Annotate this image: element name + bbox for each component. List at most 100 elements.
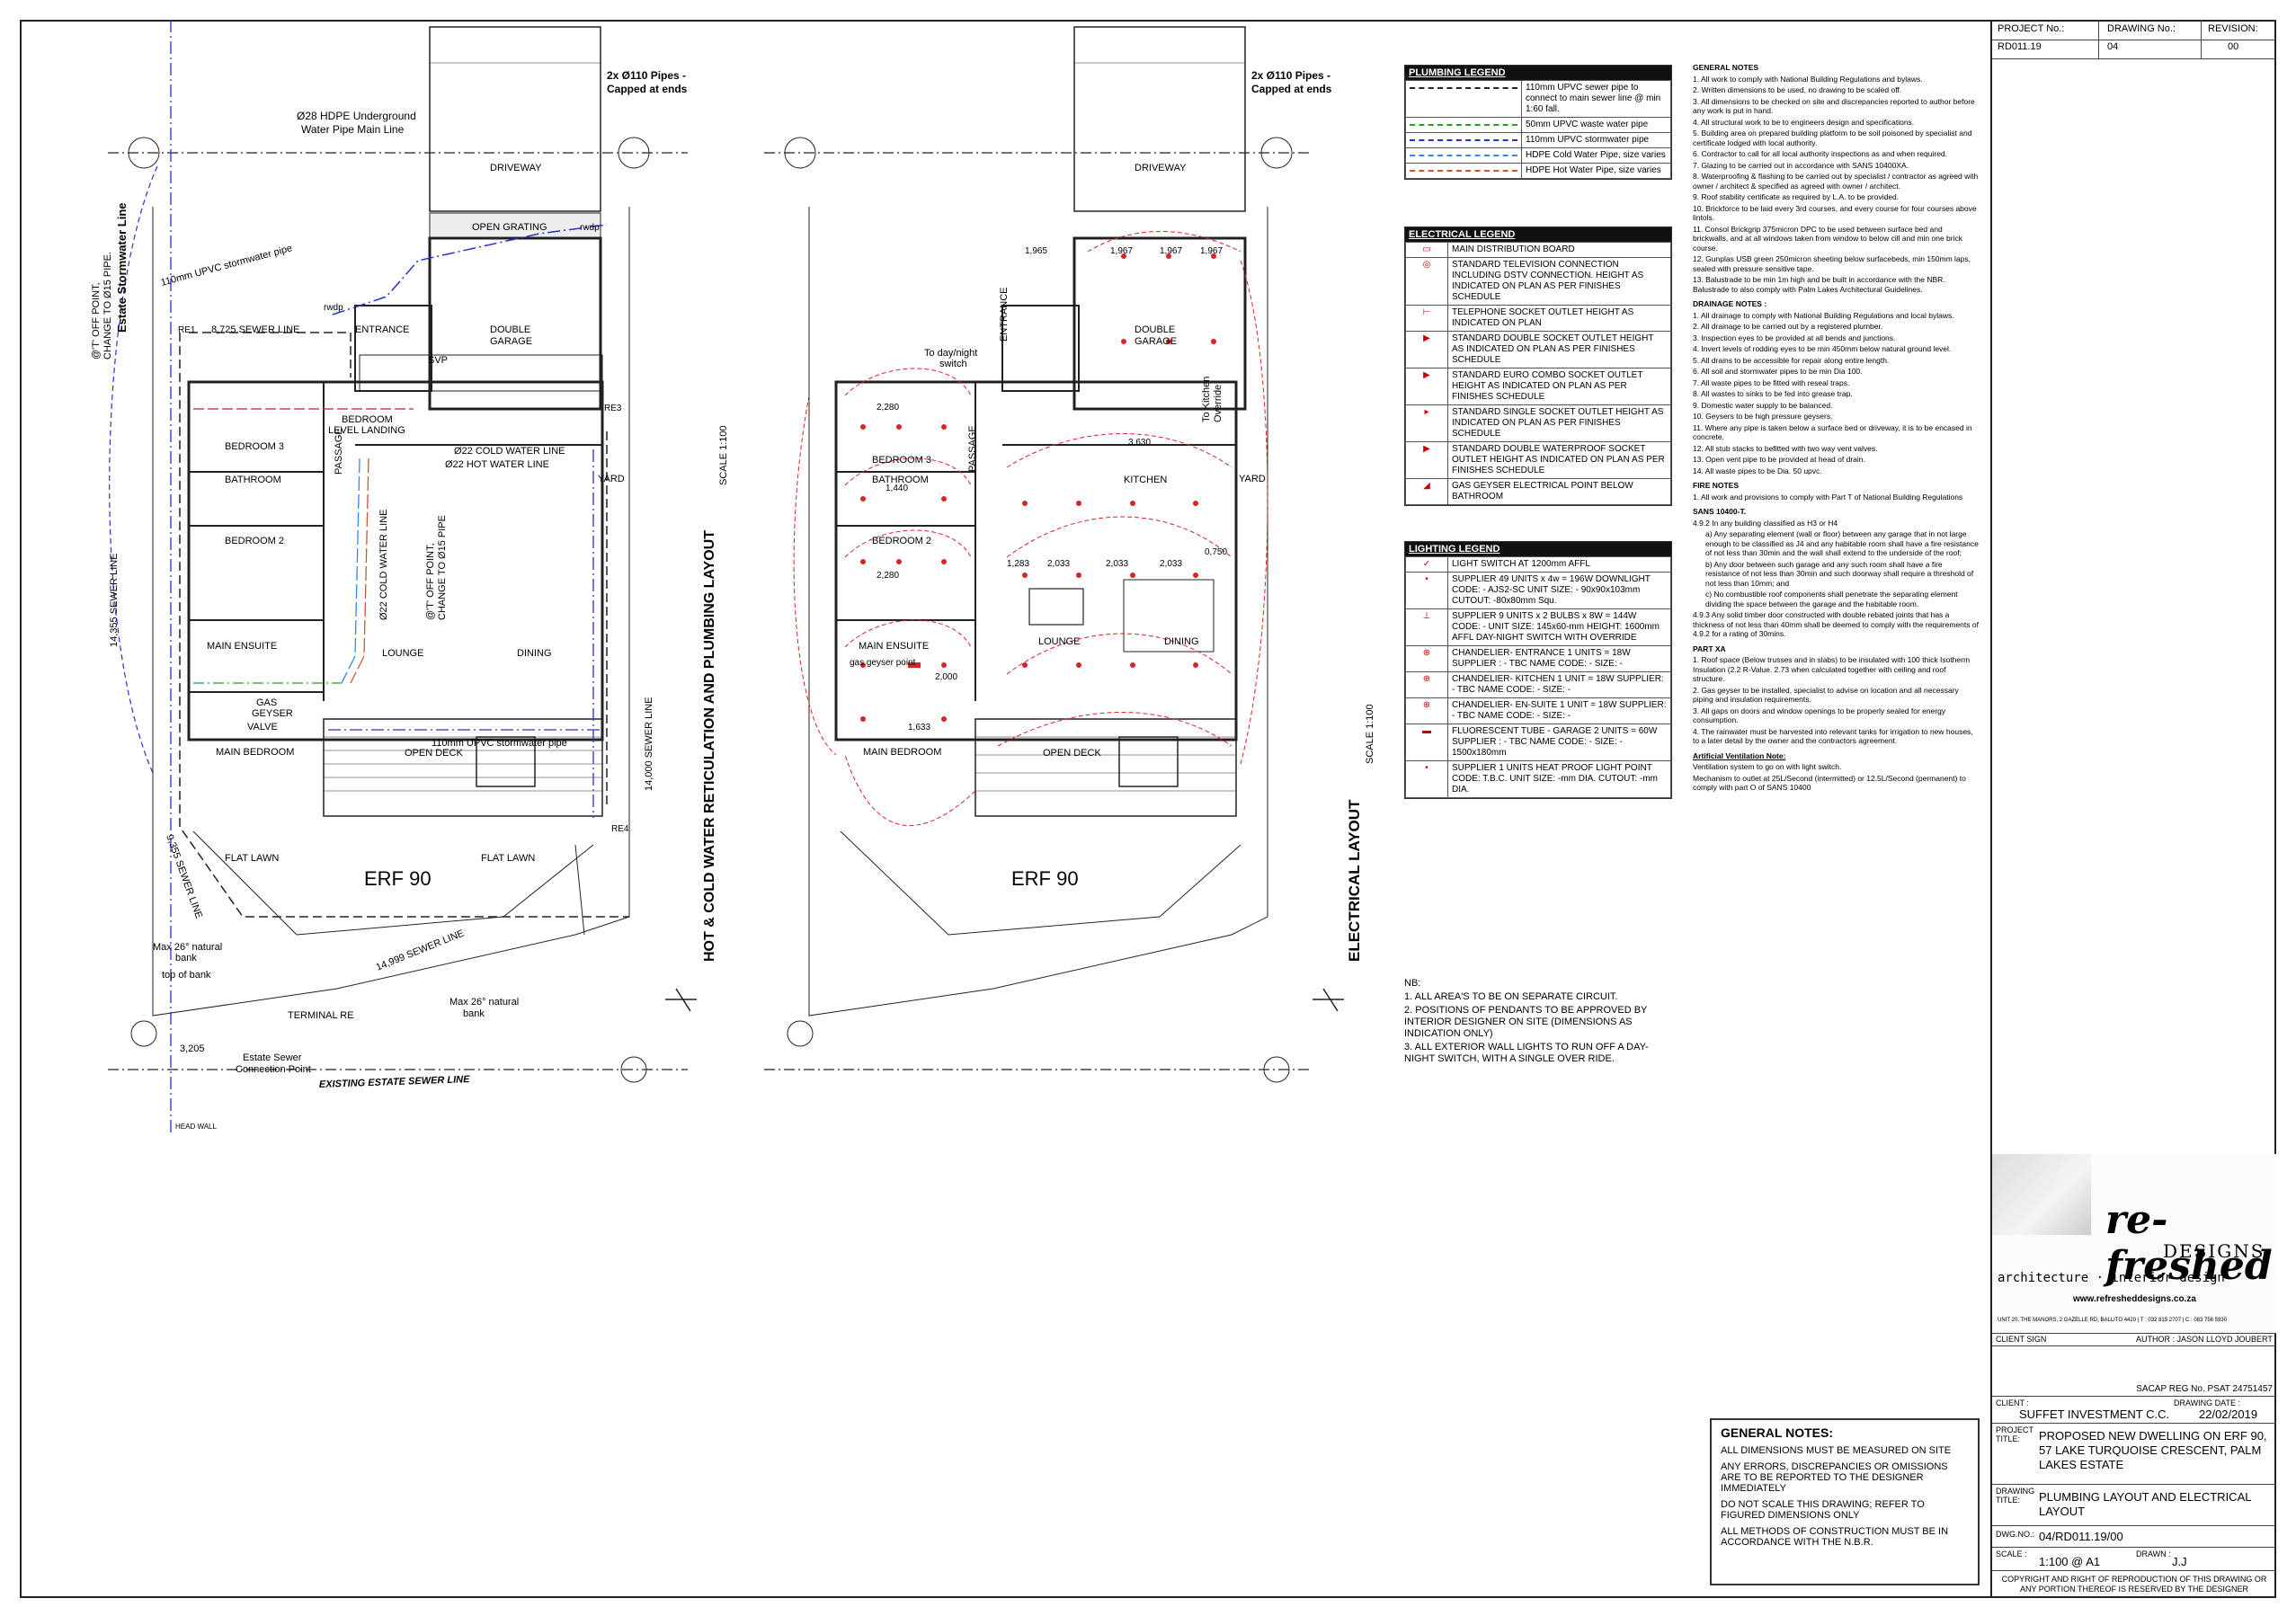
svg-text:RE3: RE3 xyxy=(604,404,622,413)
svg-text:3,205: 3,205 xyxy=(180,1043,205,1054)
geyser-point-icon: ◢ xyxy=(1423,481,1430,491)
phone-icon: ⊢ xyxy=(1422,307,1431,317)
svg-text:gas geyser point: gas geyser point xyxy=(850,658,916,668)
project-header-row: PROJECT No.: DRAWING No.: REVISION: RD01… xyxy=(1992,20,2276,59)
svg-text:1,440: 1,440 xyxy=(885,484,908,493)
svg-text:GEYSER: GEYSER xyxy=(252,708,293,719)
dwg-no-row: DWG.NO.: 04/RD011.19/00 xyxy=(1992,1526,2276,1548)
website: www.refresheddesigns.co.za xyxy=(2073,1294,2196,1304)
svg-text:2,280: 2,280 xyxy=(877,571,899,581)
sacap-row: SACAP REG No. PSAT 24751457 xyxy=(1992,1346,2276,1397)
legend-item: SUPPLIER 9 UNITS x 2 BULBS x 8W = 144W C… xyxy=(1447,608,1671,646)
nb-line: 3. ALL EXTERIOR WALL LIGHTS TO RUN OFF A… xyxy=(1404,1042,1649,1064)
note: 10. Geysers to be high pressure geysers. xyxy=(1693,412,1833,421)
tagline: architecture · interior design xyxy=(1998,1271,2225,1285)
plumbing-plan xyxy=(108,20,697,1132)
svg-text:LOUNGE: LOUNGE xyxy=(382,648,423,659)
electrical-points xyxy=(860,253,1216,722)
svg-text:Capped at ends: Capped at ends xyxy=(1251,83,1332,95)
client-label: CLIENT : xyxy=(1996,1398,2029,1407)
general-notes-box: GENERAL NOTES: ALL DIMENSIONS MUST BE ME… xyxy=(1710,1418,1980,1585)
legend-item: STANDARD TELEVISION CONNECTION INCLUDING… xyxy=(1447,257,1671,306)
svg-text:top of bank: top of bank xyxy=(162,970,211,981)
note: 1. All work and provisions to comply wit… xyxy=(1693,492,1963,502)
note: 7. All waste pipes to be fitted with res… xyxy=(1693,377,1850,387)
svg-text:To day/night: To day/night xyxy=(924,348,977,359)
note: 12. All stub stacks to befitted with two… xyxy=(1693,443,1878,453)
general-notes-box-title: GENERAL NOTES: xyxy=(1721,1425,1833,1440)
revision-label: REVISION: xyxy=(2208,23,2258,34)
note: 1. All drainage to comply with National … xyxy=(1693,310,1954,320)
legend-item: MAIN DISTRIBUTION BOARD xyxy=(1447,242,1671,258)
drawing-date-label: DRAWING DATE : xyxy=(2174,1398,2240,1407)
svg-text:DOUBLE: DOUBLE xyxy=(1135,324,1175,335)
svg-text:rwdp: rwdp xyxy=(580,223,600,233)
tv-icon: ◎ xyxy=(1422,260,1431,270)
svg-text:Max 26° natural: Max 26° natural xyxy=(153,942,222,953)
svg-text:Capped at ends: Capped at ends xyxy=(607,83,688,95)
euro-socket-icon: ▶ xyxy=(1423,370,1430,380)
note: 13. Open vent pipe to be provided at hea… xyxy=(1693,455,1865,464)
svg-text:KITCHEN: KITCHEN xyxy=(1124,475,1167,485)
svg-text:PASSAGE: PASSAGE xyxy=(334,428,344,475)
svg-text:Connection Point: Connection Point xyxy=(236,1064,311,1075)
note: a) Any separating element (wall or floor… xyxy=(1705,529,1979,557)
fire-notes-title: FIRE NOTES xyxy=(1693,481,1740,490)
svg-text:@'T' OFF POINT,: @'T' OFF POINT, xyxy=(425,543,436,620)
drawn-value: J.J xyxy=(2172,1555,2187,1568)
note: 6. Contractor to call for all local auth… xyxy=(1693,149,1948,158)
note: 12. Gunplas USB green 250micron sheeting… xyxy=(1693,254,1971,273)
svg-text:BEDROOM 3: BEDROOM 3 xyxy=(872,455,931,466)
svg-text:ENTRANCE: ENTRANCE xyxy=(999,287,1010,342)
svg-text:TERMINAL RE: TERMINAL RE xyxy=(288,1010,354,1021)
svg-text:2x Ø110 Pipes -: 2x Ø110 Pipes - xyxy=(1251,69,1330,82)
note: 3. Inspection eyes to be provided at all… xyxy=(1693,333,1896,342)
legend-item: SUPPLIER 1 UNITS HEAT PROOF LIGHT POINT … xyxy=(1447,760,1671,798)
dwg-no-label: DWG.NO.: xyxy=(1996,1530,2034,1539)
general-note-item: ALL METHODS OF CONSTRUCTION MUST BE IN A… xyxy=(1721,1526,1949,1548)
svg-text:PASSAGE: PASSAGE xyxy=(967,425,978,472)
svg-text:OPEN DECK: OPEN DECK xyxy=(405,748,463,759)
legend-waste: 50mm UPVC waste water pipe xyxy=(1521,117,1671,133)
note: 4. All structural work to be to engineer… xyxy=(1693,117,1915,127)
electrical-plan xyxy=(764,26,1344,1083)
legend-cold: HDPE Cold Water Pipe, size varies xyxy=(1521,147,1671,164)
svg-text:110mm UPVC stormwater pipe: 110mm UPVC stormwater pipe xyxy=(432,738,567,749)
revision: 00 xyxy=(2228,41,2239,52)
svg-text:GARAGE: GARAGE xyxy=(1135,336,1177,347)
legend-item: STANDARD DOUBLE SOCKET OUTLET HEIGHT AS … xyxy=(1447,331,1671,368)
drawing-no: 04 xyxy=(2107,41,2119,52)
svg-text:Ø22 COLD WATER LINE: Ø22 COLD WATER LINE xyxy=(454,446,565,457)
svg-text:HOT & COLD WATER RETICULATION: HOT & COLD WATER RETICULATION AND PLUMBI… xyxy=(702,530,717,962)
svg-text:FLAT LAWN: FLAT LAWN xyxy=(225,853,279,864)
project-no-label: PROJECT No.: xyxy=(1998,23,2065,34)
svg-text:ELECTRICAL LAYOUT: ELECTRICAL LAYOUT xyxy=(1346,799,1363,962)
svg-text:DOUBLE: DOUBLE xyxy=(490,324,530,335)
scale-label: SCALE : xyxy=(1996,1549,2027,1558)
svg-text:rwdp: rwdp xyxy=(324,303,343,313)
note: 3. All gaps on doors and window openings… xyxy=(1693,706,1946,725)
svg-text:VALVE: VALVE xyxy=(247,722,278,733)
note: 6. All soil and stormwater pipes to be m… xyxy=(1693,367,1863,376)
svg-text:DRIVEWAY: DRIVEWAY xyxy=(1135,163,1187,173)
svg-text:2,033: 2,033 xyxy=(1047,559,1070,569)
svg-text:MAIN ENSUITE: MAIN ENSUITE xyxy=(207,641,277,652)
svg-text:BATHROOM: BATHROOM xyxy=(872,475,929,485)
legend-item: GAS GEYSER ELECTRICAL POINT BELOW BATHRO… xyxy=(1447,478,1671,505)
svg-text:BEDROOM 2: BEDROOM 2 xyxy=(872,536,931,546)
address: UNIT 20, THE MANORS, 2 GAZELLE RD, BALLI… xyxy=(1998,1318,2228,1323)
svg-text:Override: Override xyxy=(1213,385,1224,422)
chandelier-icon: ⊕ xyxy=(1422,648,1431,658)
note: 1. All work to comply with National Buil… xyxy=(1693,74,1923,84)
company-logo: re-freshed xyxy=(2105,1197,2273,1289)
note: 9. Domestic water supply to be balanced. xyxy=(1693,400,1833,410)
copyright: COPYRIGHT AND RIGHT OF REPRODUCTION OF T… xyxy=(2001,1575,2267,1594)
legend-item: CHANDELIER- ENTRANCE 1 UNITS = 18W SUPPL… xyxy=(1447,645,1671,672)
svg-text:MAIN BEDROOM: MAIN BEDROOM xyxy=(216,747,294,758)
svg-text:BEDROOM 2: BEDROOM 2 xyxy=(225,536,284,546)
svg-text:Max 26° natural: Max 26° natural xyxy=(449,997,519,1008)
note: 5. All drains to be accessible for repai… xyxy=(1693,355,1890,365)
drainage-notes-title: DRAINAGE NOTES : xyxy=(1693,299,1767,308)
